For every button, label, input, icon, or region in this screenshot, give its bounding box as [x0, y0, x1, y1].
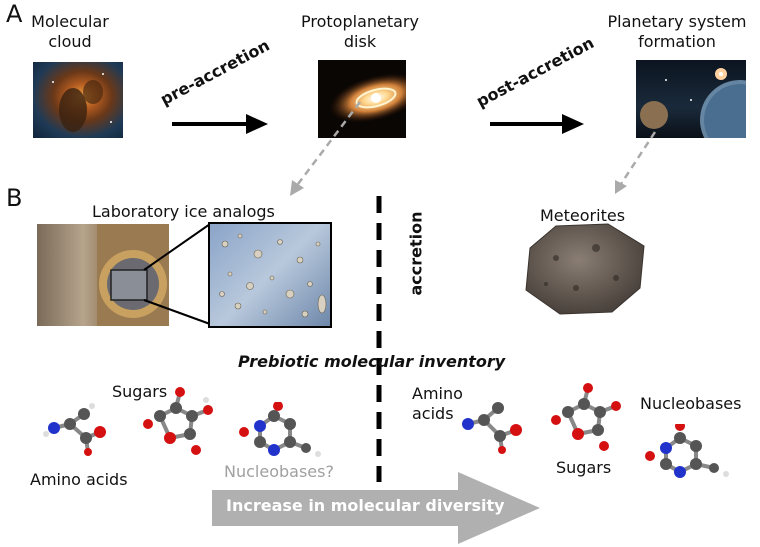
planetary-line2: formation: [638, 32, 716, 51]
sugar-molecule-left: [143, 387, 213, 455]
inventory-title: Prebiotic molecular inventory: [238, 352, 506, 371]
molecular-cloud-line2: cloud: [48, 32, 92, 51]
diversity-label: Increase in molecular diversity: [226, 496, 505, 515]
zoom-lines: [143, 224, 211, 325]
sugar-molecule-right: [551, 383, 621, 451]
molecular-cloud-line1: Molecular: [31, 12, 109, 31]
nucleobases-question-label: Nucleobases?: [224, 462, 334, 481]
disk-to-lab-arrow: [290, 101, 361, 196]
panel-label-a: A: [6, 0, 23, 28]
amino-right-line1: Amino: [412, 384, 463, 403]
protoplanetary-disk-label: Protoplanetary disk: [290, 12, 430, 52]
accretion-label: accretion: [406, 211, 426, 296]
lab-ice-label: Laboratory ice analogs: [92, 202, 275, 221]
pre-accretion-label: pre-accretion: [157, 35, 273, 109]
sugars-label-left: Sugars: [112, 382, 168, 401]
panel-label-b: B: [6, 184, 23, 212]
post-accretion-arrow: [490, 114, 584, 134]
post-accretion-label: post-accretion: [473, 33, 598, 111]
amino-acid-molecule-right: [462, 402, 522, 454]
amino-acids-label-left: Amino acids: [30, 470, 128, 489]
planetary-line1: Planetary system: [607, 12, 747, 31]
lab-apparatus-image: [37, 224, 169, 326]
planetary-system-label: Planetary system formation: [602, 12, 752, 52]
planetary-system-image: [636, 60, 746, 138]
molecular-cloud-image: [33, 62, 123, 138]
diversity-arrow: [212, 472, 540, 544]
pre-accretion-arrow: [172, 114, 268, 134]
amino-right-line2: acids: [412, 404, 454, 423]
molecular-cloud-label: Molecular cloud: [10, 12, 130, 52]
nucleobase-molecule-left: [239, 402, 321, 457]
amino-acids-label-right: Amino acids: [412, 384, 463, 424]
planets-to-meteorites-arrow: [615, 131, 657, 194]
sugars-label-right: Sugars: [556, 458, 612, 477]
nucleobases-label-right: Nucleobases: [640, 394, 742, 413]
meteorite-image: [525, 223, 645, 315]
protoplanetary-disk-image: [318, 60, 406, 138]
accretion-divider: [376, 196, 382, 482]
meteorites-label: Meteorites: [540, 206, 626, 225]
protoplanetary-line2: disk: [343, 32, 377, 51]
protoplanetary-line1: Protoplanetary: [301, 12, 419, 31]
ice-droplets-image: [208, 222, 332, 328]
nucleobase-molecule-right: [645, 424, 729, 478]
amino-acid-molecule-left: [43, 403, 106, 456]
